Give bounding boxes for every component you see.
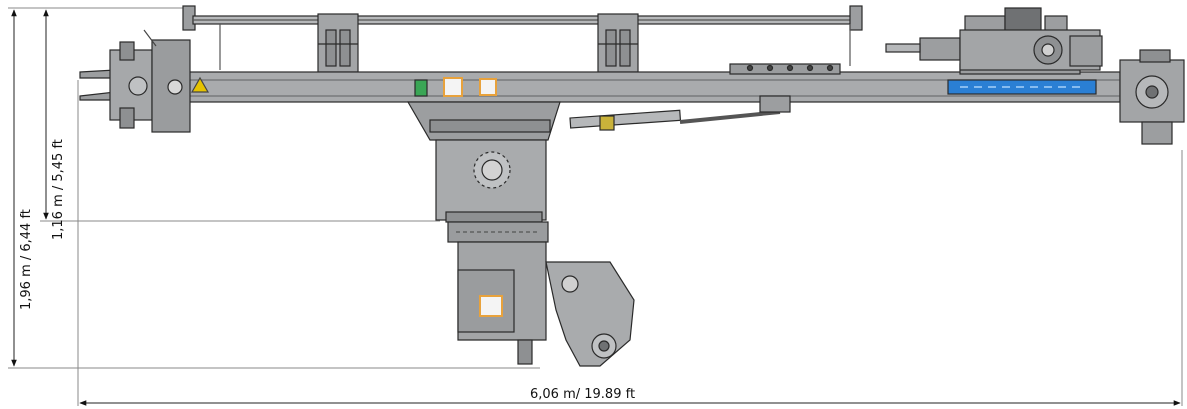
dimension-lines xyxy=(8,7,1183,406)
slew-housing xyxy=(435,139,547,223)
round-badge xyxy=(167,79,183,95)
right-end-sheave xyxy=(1119,49,1185,145)
rail-clamp-left xyxy=(317,13,359,73)
tilt-hydraulic-cylinder xyxy=(569,95,791,131)
lower-mounting-bracket xyxy=(457,241,635,367)
total-height-label: 1,96 m / 6,44 ft xyxy=(19,209,34,310)
safety-label-green xyxy=(414,79,428,97)
length-label: 6,06 m/ 19.89 ft xyxy=(530,387,635,402)
safety-label-warning xyxy=(479,78,497,96)
top-guide-rail xyxy=(182,5,863,70)
boom-bracket xyxy=(406,101,561,141)
drill-rig-illustration xyxy=(79,5,1185,367)
control-panel-blue xyxy=(947,79,1097,95)
pivot-joint xyxy=(447,221,549,243)
warning-sign-icon xyxy=(190,76,210,93)
safety-label-orange xyxy=(443,77,463,97)
rail-clamp-right xyxy=(597,13,639,73)
pivot-height-label: 1,16 m / 5,45 ft xyxy=(51,139,66,240)
rotary-head xyxy=(885,7,1103,71)
drill-bit-end xyxy=(79,29,191,133)
